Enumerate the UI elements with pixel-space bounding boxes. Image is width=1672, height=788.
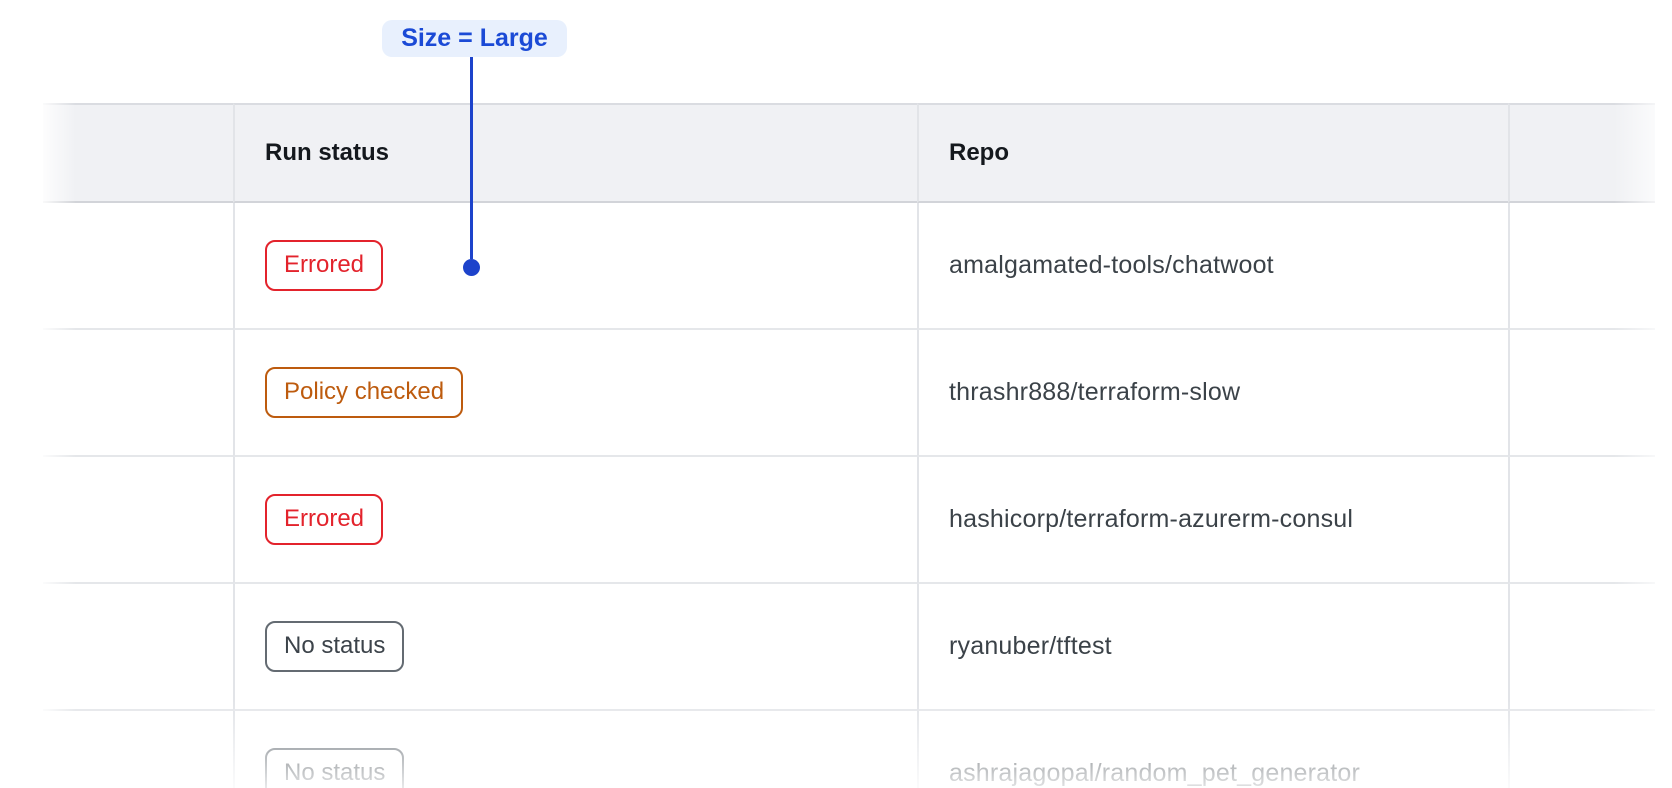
repo-name: hashicorp/terraform-azurerm-consul (949, 505, 1354, 533)
table-row[interactable]: Errored amalgamated-tools/chatwoot (43, 203, 1655, 330)
cell-trailing (1508, 584, 1655, 711)
cell-repo: hashicorp/terraform-azurerm-consul (917, 457, 1508, 584)
table-header-row: Run status Repo (43, 103, 1655, 203)
cell-repo: ashrajagopal/random_pet_generator (917, 711, 1508, 788)
cell-run-status: Policy checked (233, 330, 917, 457)
repo-name: ashrajagopal/random_pet_generator (949, 759, 1361, 787)
column-header-repo: Repo (917, 103, 1508, 203)
run-status-badge: Errored (265, 494, 384, 545)
cell-repo: thrashr888/terraform-slow (917, 330, 1508, 457)
workspaces-table: Run status Repo Errored amalgamated-tool… (43, 103, 1655, 788)
column-header-run-status: Run status (233, 103, 917, 203)
cell-trailing (1508, 457, 1655, 584)
cell-trailing (1508, 330, 1655, 457)
column-header-trailing (1508, 103, 1655, 203)
cell-run-status: Errored (233, 203, 917, 330)
cell-run-status: No status (233, 711, 917, 788)
cell-repo: amalgamated-tools/chatwoot (917, 203, 1508, 330)
repo-name: thrashr888/terraform-slow (949, 378, 1241, 406)
cell-run-status: Errored (233, 457, 917, 584)
run-status-badge: Policy checked (265, 367, 464, 418)
cell-repo: ryanuber/tftest (917, 584, 1508, 711)
table-row[interactable]: Policy checked thrashr888/terraform-slow (43, 330, 1655, 457)
cell-leading (43, 584, 233, 711)
run-status-badge: No status (265, 621, 405, 672)
table-row[interactable]: Errored hashicorp/terraform-azurerm-cons… (43, 457, 1655, 584)
cell-trailing (1508, 711, 1655, 788)
cell-leading (43, 457, 233, 584)
cell-run-status: No status (233, 584, 917, 711)
annotation-pointer-line (470, 57, 473, 259)
table-row[interactable]: No status ashrajagopal/random_pet_genera… (43, 711, 1655, 788)
cell-trailing (1508, 203, 1655, 330)
table-row[interactable]: No status ryanuber/tftest (43, 584, 1655, 711)
column-header-leading (43, 103, 233, 203)
run-status-badge: No status (265, 748, 405, 788)
cell-leading (43, 711, 233, 788)
size-filter-annotation-label: Size = Large (382, 20, 567, 57)
repo-name: ryanuber/tftest (949, 632, 1112, 660)
annotation-pointer-dot (463, 259, 480, 276)
cell-leading (43, 330, 233, 457)
repo-name: amalgamated-tools/chatwoot (949, 251, 1274, 279)
run-status-badge: Errored (265, 240, 384, 291)
cell-leading (43, 203, 233, 330)
